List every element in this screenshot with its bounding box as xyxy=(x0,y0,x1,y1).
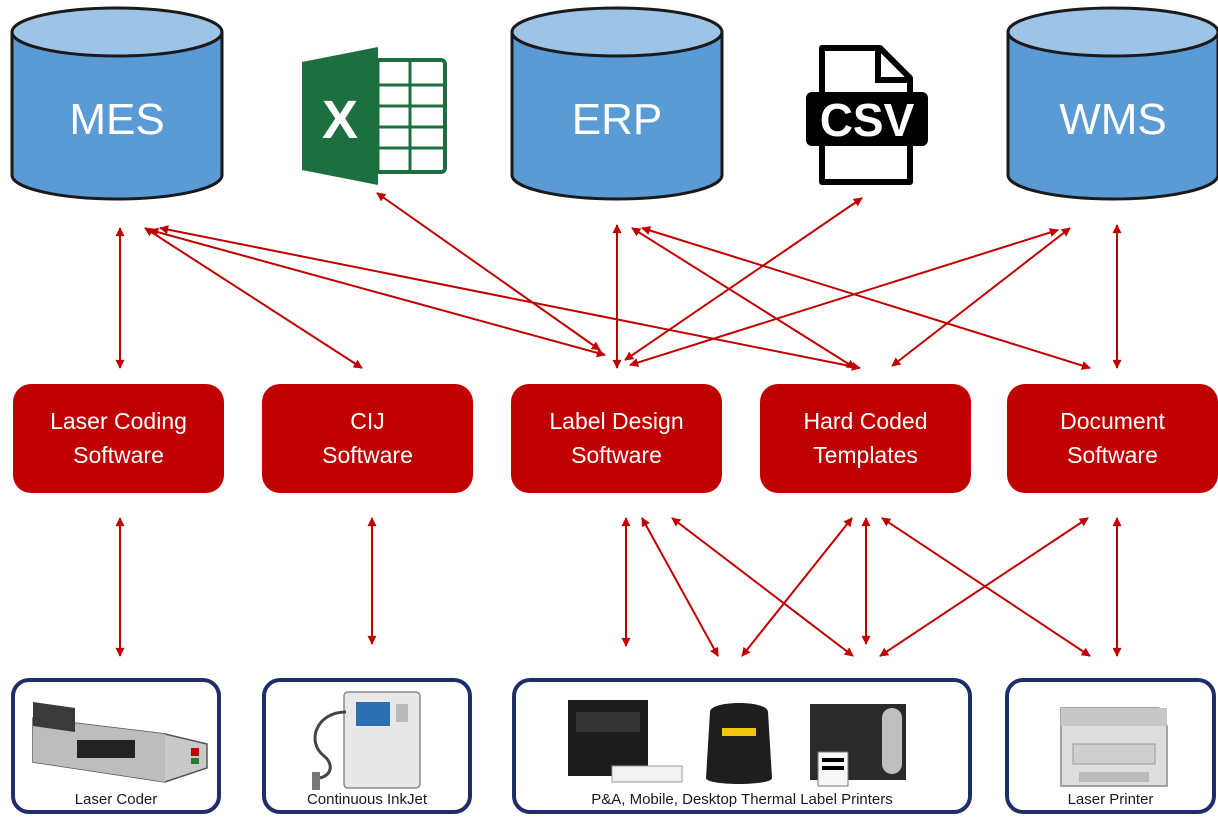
file-arrow xyxy=(624,197,863,361)
erp-database xyxy=(510,6,724,201)
thermal-printers-icon xyxy=(568,700,906,787)
device-label: Continuous InkJet xyxy=(306,791,428,808)
laser-coder-icon xyxy=(32,702,208,783)
software-line1: Laser Coding xyxy=(50,408,187,435)
software-line2: Software xyxy=(322,441,413,468)
cij-printer-icon xyxy=(312,691,421,790)
bidirectional-arrow xyxy=(879,517,1089,657)
software-line1: CIJ xyxy=(350,408,385,435)
wms-database xyxy=(1006,6,1218,201)
bidirectional-arrow xyxy=(159,225,861,371)
csv-text: CSV xyxy=(820,94,915,146)
device-label: Laser Printer xyxy=(1067,791,1154,808)
excel-icon: X xyxy=(302,47,447,185)
file-arrow xyxy=(376,192,601,351)
software-line1: Hard Coded xyxy=(803,408,928,435)
bidirectional-arrow xyxy=(881,517,1091,657)
mes-database xyxy=(10,6,224,201)
bidirectional-arrow xyxy=(671,517,854,657)
bidirectional-arrow xyxy=(641,226,1091,370)
laser-coder-box: Laser Coder xyxy=(11,678,221,814)
device-label: P&A, Mobile, Desktop Thermal Label Print… xyxy=(591,791,893,808)
device-label: Laser Coder xyxy=(74,791,158,808)
bidirectional-arrow xyxy=(629,228,1059,367)
software-line1: Document xyxy=(1060,408,1165,435)
bidirectional-arrow xyxy=(149,227,606,358)
thermal-label-printers-box: P&A, Mobile, Desktop Thermal Label Print… xyxy=(512,678,972,814)
software-line1: Label Design xyxy=(549,408,684,435)
erp-label: ERP xyxy=(571,95,663,144)
mes-label: MES xyxy=(69,95,165,144)
laser-printer-box: Laser Printer xyxy=(1005,678,1216,814)
connection-arrows xyxy=(115,192,1122,657)
bidirectional-arrow xyxy=(891,227,1071,367)
csv-file-icon: CSV xyxy=(806,45,928,185)
laser-printer-icon xyxy=(1060,707,1168,787)
excel-letter: X xyxy=(322,90,358,150)
bidirectional-arrow xyxy=(641,517,719,657)
software-line2: Templates xyxy=(813,441,918,468)
wms-label: WMS xyxy=(1059,95,1167,144)
cij-software-box: CIJ Software xyxy=(262,384,473,493)
bidirectional-arrow xyxy=(741,517,853,657)
software-line2: Software xyxy=(571,441,662,468)
continuous-inkjet-box: Continuous InkJet xyxy=(262,678,472,814)
software-line2: Software xyxy=(1067,441,1158,468)
bidirectional-arrow xyxy=(144,227,363,369)
software-line2: Software xyxy=(73,441,164,468)
bidirectional-arrow xyxy=(631,227,856,369)
